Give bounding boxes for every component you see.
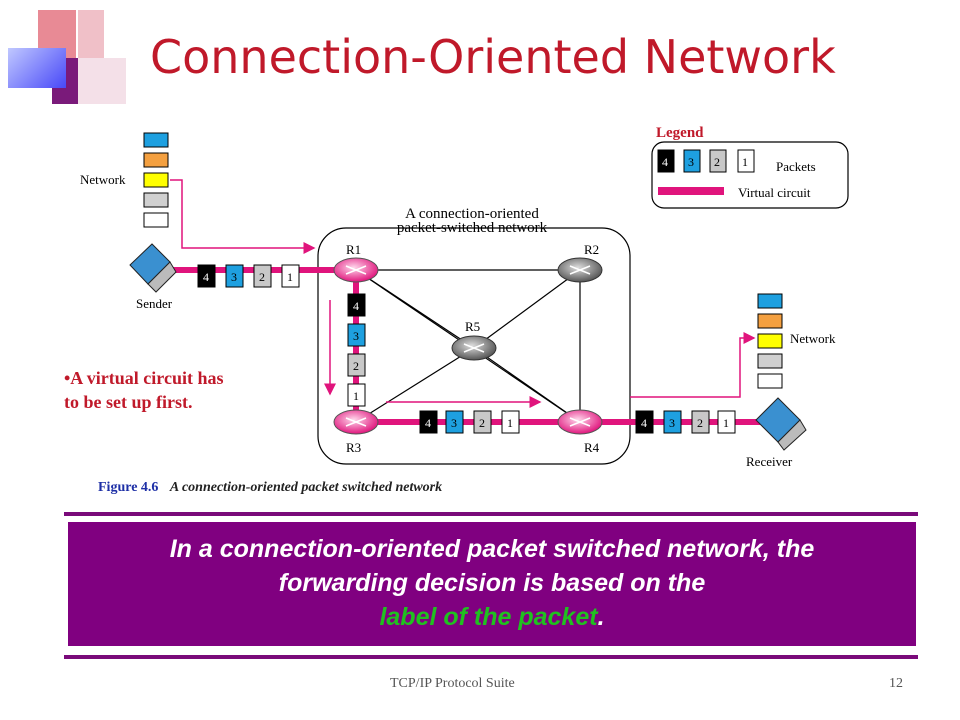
caption-text: A connection-oriented packet switched ne… <box>169 480 443 495</box>
network-stack-left <box>143 132 169 228</box>
svg-text:3: 3 <box>451 416 457 430</box>
svg-text:4: 4 <box>662 155 668 169</box>
svg-text:4: 4 <box>353 299 359 313</box>
svg-text:4: 4 <box>641 416 647 430</box>
slide-title: Connection-Oriented Network <box>150 30 836 84</box>
legend-title: Legend <box>656 125 704 141</box>
svg-text:1: 1 <box>742 155 748 169</box>
network-stack-right <box>757 293 783 389</box>
legend-packets-label: Packets <box>776 159 816 174</box>
svg-text:3: 3 <box>688 155 694 169</box>
router-r5 <box>451 335 497 361</box>
packet-group-receiver: 4 3 2 1 <box>635 410 736 434</box>
svg-text:1: 1 <box>353 389 359 403</box>
banner-highlight: label of the packet <box>379 603 598 631</box>
router-r3 <box>333 409 379 435</box>
arrow-from-network <box>170 179 316 254</box>
banner-line-2: forwarding decision is based on the <box>278 569 706 597</box>
svg-text:4: 4 <box>425 416 431 430</box>
page-number: 12 <box>889 676 903 691</box>
legend-circuit-label: Virtual circuit <box>738 185 811 200</box>
legend: Legend 4 3 2 1 Packets Virtual circuit <box>651 125 849 209</box>
laptop-icon-sender <box>129 243 177 293</box>
divider-top <box>64 512 918 516</box>
router-r4 <box>557 409 603 435</box>
corner-decoration <box>0 0 130 105</box>
svg-text:3: 3 <box>353 329 359 343</box>
router-r1 <box>333 257 379 283</box>
router-r2 <box>557 257 603 283</box>
network-label-right: Network <box>790 331 836 346</box>
footer-text: TCP/IP Protocol Suite <box>390 676 515 691</box>
router-links <box>355 269 581 423</box>
legend-box <box>651 141 849 209</box>
packet-group-r3-r4: 4 3 2 1 <box>419 410 520 434</box>
virtual-circuit-note: •A virtual circuit has to be set up firs… <box>64 366 223 414</box>
arrow-to-network <box>630 332 756 398</box>
divider-bottom <box>64 655 918 659</box>
router-label-r4: R4 <box>584 440 600 455</box>
caption-label: Figure 4.6 <box>98 480 159 495</box>
svg-text:1: 1 <box>287 270 293 284</box>
sender-label: Sender <box>136 296 173 311</box>
receiver-label: Receiver <box>746 454 793 469</box>
figure-caption: Figure 4.6 A connection-oriented packet … <box>98 480 442 496</box>
svg-text:1: 1 <box>723 416 729 430</box>
packet-group-vertical: 4 3 2 1 <box>347 293 366 407</box>
router-label-r1: R1 <box>346 242 361 257</box>
note-line-2: to be set up first. <box>64 392 193 412</box>
svg-text:3: 3 <box>231 270 237 284</box>
svg-text:2: 2 <box>353 359 359 373</box>
router-label-r3: R3 <box>346 440 361 455</box>
svg-text:3: 3 <box>669 416 675 430</box>
network-title-line2: packet-switched network <box>397 220 548 236</box>
svg-text:2: 2 <box>259 270 265 284</box>
banner-period: . <box>597 603 605 631</box>
svg-text:4: 4 <box>203 270 209 284</box>
banner-line-1: In a connection-oriented packet switched… <box>169 535 815 563</box>
footer: TCP/IP Protocol Suite 12 <box>0 676 960 696</box>
router-label-r5: R5 <box>465 319 480 334</box>
svg-text:2: 2 <box>714 155 720 169</box>
network-label-left: Network <box>80 172 126 187</box>
note-line-1: •A virtual circuit has <box>64 368 224 388</box>
laptop-icon-receiver <box>755 397 807 451</box>
svg-text:2: 2 <box>479 416 485 430</box>
summary-banner: In a connection-oriented packet switched… <box>68 522 916 646</box>
svg-text:2: 2 <box>697 416 703 430</box>
router-label-r2: R2 <box>584 242 599 257</box>
packet-group-sender: 4 3 2 1 <box>197 264 300 288</box>
svg-text:1: 1 <box>507 416 513 430</box>
network-title-line1: A connection-oriented <box>405 206 539 222</box>
network-boundary <box>317 227 631 465</box>
